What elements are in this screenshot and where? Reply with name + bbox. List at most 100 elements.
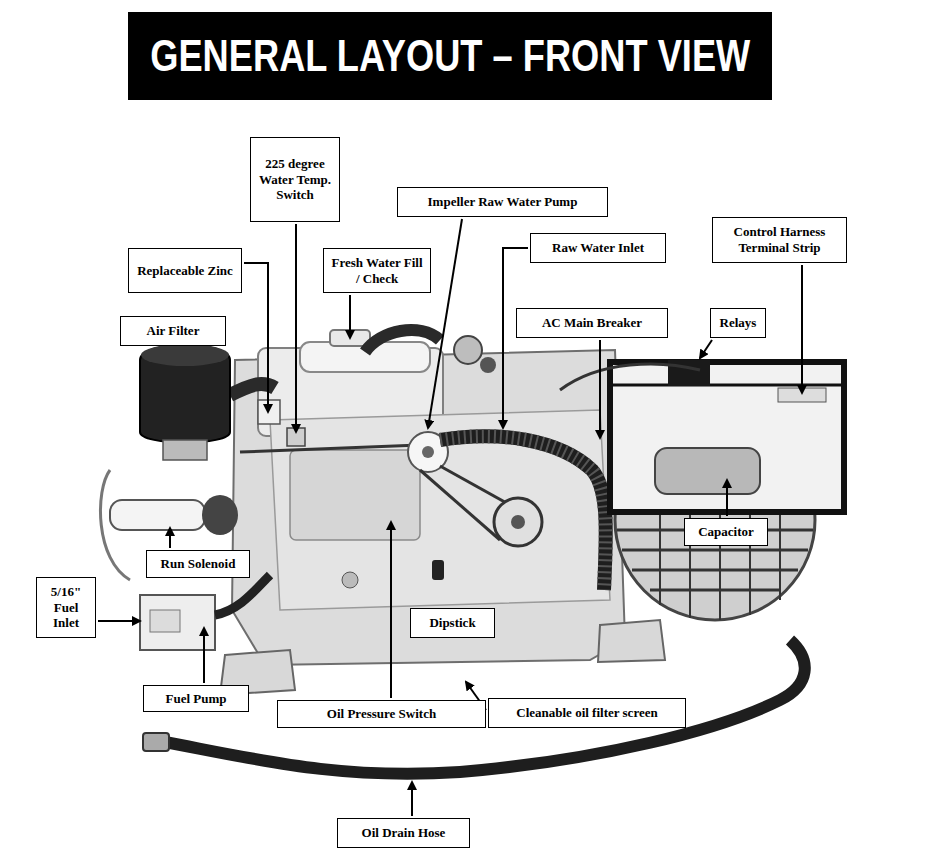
callout-content: AC Main Breaker: [542, 315, 642, 331]
illustration-part: [440, 436, 606, 590]
callout-label: Air Filter: [147, 323, 200, 339]
leader-line: [244, 263, 268, 412]
leader-line: [599, 340, 601, 438]
illustration-part: [240, 445, 420, 452]
callout-label: AC Main Breaker: [542, 315, 642, 331]
callout-content: Oil Pressure Switch: [327, 706, 436, 722]
callout-box: Fresh Water Fill / Check: [323, 248, 431, 293]
callout-content: Cleanable oil filter screen: [516, 705, 657, 721]
callout-box: Capacitor: [684, 518, 768, 546]
illustration-part: [511, 515, 525, 529]
callout-label: Capacitor: [698, 524, 754, 540]
illustration-group: [100, 330, 844, 774]
illustration-part: [560, 364, 700, 390]
callout-label: Oil Drain Hose: [362, 825, 446, 841]
callout-label: 5/16" Fuel Inlet: [42, 584, 90, 631]
illustration-part: [290, 450, 420, 540]
callout-label: Fuel Pump: [165, 691, 226, 707]
leader-line: [295, 224, 297, 432]
illustration-part: [270, 410, 610, 610]
illustration-part: [610, 384, 844, 387]
callout-label: Oil Pressure Switch: [327, 706, 436, 722]
leader-line: [801, 265, 803, 393]
callout-content: Oil Drain Hose: [362, 825, 446, 841]
callout-box: Impeller Raw Water Pump: [397, 187, 608, 217]
callout-box: 5/16" Fuel Inlet: [36, 577, 96, 638]
callout-content: Run Solenoid: [161, 556, 236, 572]
illustration-part: [165, 640, 805, 774]
illustration-part: [420, 470, 500, 540]
illustration-part: [202, 495, 238, 535]
illustration-part: [432, 560, 444, 580]
callout-box: Raw Water Inlet: [530, 233, 666, 263]
illustration-part: [598, 620, 665, 662]
callout-box: Air Filter: [120, 316, 226, 346]
title-text: GENERAL LAYOUT – FRONT VIEW: [150, 31, 750, 81]
illustration-part: [440, 436, 606, 590]
illustration-part: [650, 589, 780, 592]
illustration-part: [632, 569, 798, 572]
callout-content: Impeller Raw Water Pump: [428, 194, 578, 210]
illustration-part: [655, 448, 760, 494]
leader-line: [169, 528, 171, 548]
callout-content: 5/16" Fuel Inlet: [42, 584, 90, 631]
callout-content: Dipstick: [429, 615, 475, 631]
callout-box: Cleanable oil filter screen: [488, 698, 686, 728]
leader-line: [98, 620, 140, 622]
callout-content: Replaceable Zinc: [137, 263, 233, 279]
callout-content: Air Filter: [147, 323, 200, 339]
callout-label: Relays: [720, 315, 757, 331]
leader-line: [428, 219, 462, 428]
leader-line: [726, 480, 728, 516]
leader-line: [503, 248, 528, 428]
leader-line: [203, 628, 205, 683]
callout-label: Replaceable Zinc: [137, 263, 233, 279]
callout-label: Cleanable oil filter screen: [516, 705, 657, 721]
callout-content: 225 degree Water Temp. Switch: [256, 156, 334, 203]
leader-line: [349, 295, 351, 338]
callout-box: Oil Drain Hose: [337, 818, 470, 848]
illustration-part: [141, 344, 229, 366]
callout-content: Control Harness Terminal Strip: [718, 224, 841, 255]
callout-box: Relays: [710, 308, 766, 338]
illustration-part: [143, 733, 169, 751]
callout-label: Raw Water Inlet: [552, 240, 644, 256]
leader-line: [411, 782, 413, 816]
callout-box: Control Harness Terminal Strip: [712, 217, 847, 263]
callout-label: Impeller Raw Water Pump: [428, 194, 578, 210]
illustration-part: [110, 500, 205, 530]
illustration-group: [98, 219, 802, 816]
illustration-part: [163, 440, 207, 460]
callout-box: Replaceable Zinc: [128, 248, 242, 293]
illustration-part: [140, 345, 230, 443]
callout-box: AC Main Breaker: [516, 308, 668, 338]
callout-label: Fresh Water Fill / Check: [329, 255, 425, 286]
callout-content: Relays: [720, 315, 757, 331]
callout-box: Run Solenoid: [146, 550, 250, 578]
illustration-part: [215, 575, 270, 615]
callout-content: Fresh Water Fill / Check: [329, 255, 425, 286]
illustration-part: [480, 357, 496, 373]
leader-line: [390, 522, 392, 698]
title-band: GENERAL LAYOUT – FRONT VIEW: [128, 12, 772, 100]
callout-label: Control Harness Terminal Strip: [718, 224, 841, 255]
callout-label: Dipstick: [429, 615, 475, 631]
illustration-part: [422, 446, 434, 458]
callout-label: Run Solenoid: [161, 556, 236, 572]
callout-label: 225 degree Water Temp. Switch: [256, 156, 334, 203]
illustration-part: [365, 330, 440, 352]
callout-content: Capacitor: [698, 524, 754, 540]
illustration-part: [342, 572, 358, 588]
illustration-part: [150, 610, 180, 632]
callout-box: Oil Pressure Switch: [277, 700, 486, 728]
illustration-part: [100, 470, 130, 580]
callout-content: Fuel Pump: [165, 691, 226, 707]
callout-content: Raw Water Inlet: [552, 240, 644, 256]
illustration-part: [454, 336, 482, 364]
illustration-part: [494, 498, 542, 546]
callout-box: Fuel Pump: [143, 685, 249, 712]
leader-line: [700, 340, 712, 358]
illustration-part: [440, 466, 510, 505]
callout-box: Dipstick: [410, 608, 495, 638]
